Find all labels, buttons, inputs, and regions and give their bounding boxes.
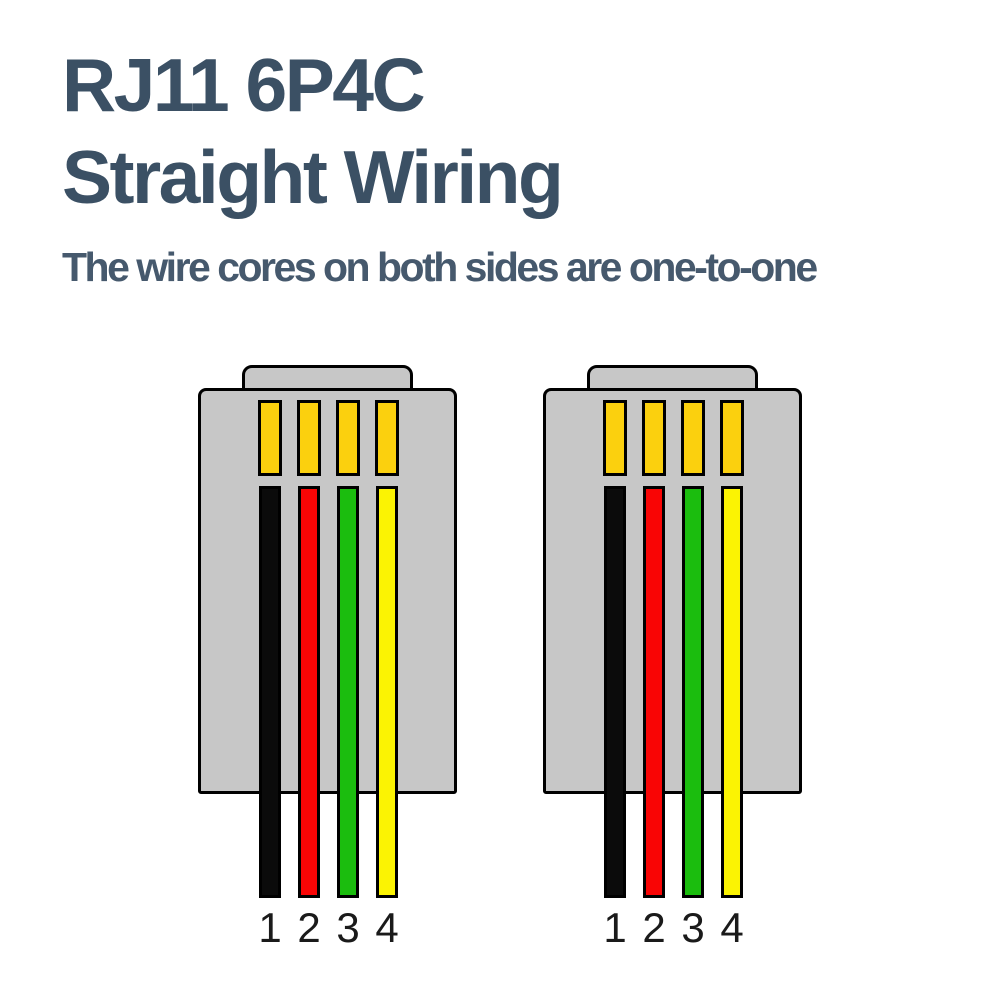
wire-red xyxy=(643,486,665,898)
gold-pin-3 xyxy=(336,400,360,476)
wire-green xyxy=(337,486,359,898)
wire-number-label: 1 xyxy=(603,904,627,951)
wire-number-label: 3 xyxy=(681,904,705,951)
title-line-1: RJ11 6P4C xyxy=(62,43,426,127)
connector-body xyxy=(198,388,457,794)
gold-pin-2 xyxy=(297,400,321,476)
title-line-2: Straight Wiring xyxy=(62,135,564,219)
gold-pin-2 xyxy=(642,400,666,476)
gold-pin-4 xyxy=(375,400,399,476)
page-title: RJ11 6P4C Straight Wiring xyxy=(62,39,564,223)
wire-number-label: 2 xyxy=(642,904,666,951)
wire-number-label: 3 xyxy=(336,904,360,951)
subtitle: The wire cores on both sides are one-to-… xyxy=(62,244,818,290)
rj11-connector-left: 1 2 3 4 xyxy=(198,365,457,950)
wire-black xyxy=(259,486,281,898)
wire-yellow xyxy=(376,486,398,898)
wire-green xyxy=(682,486,704,898)
wire-red xyxy=(298,486,320,898)
gold-pin-3 xyxy=(681,400,705,476)
gold-pin-4 xyxy=(720,400,744,476)
wire-number-label: 4 xyxy=(375,904,399,951)
wire-number-label: 1 xyxy=(258,904,282,951)
rj11-connector-right: 1 2 3 4 xyxy=(543,365,802,950)
gold-pin-1 xyxy=(603,400,627,476)
connector-body xyxy=(543,388,802,794)
wire-yellow xyxy=(721,486,743,898)
wire-number-label: 4 xyxy=(720,904,744,951)
gold-pin-1 xyxy=(258,400,282,476)
wire-number-label: 2 xyxy=(297,904,321,951)
wire-black xyxy=(604,486,626,898)
